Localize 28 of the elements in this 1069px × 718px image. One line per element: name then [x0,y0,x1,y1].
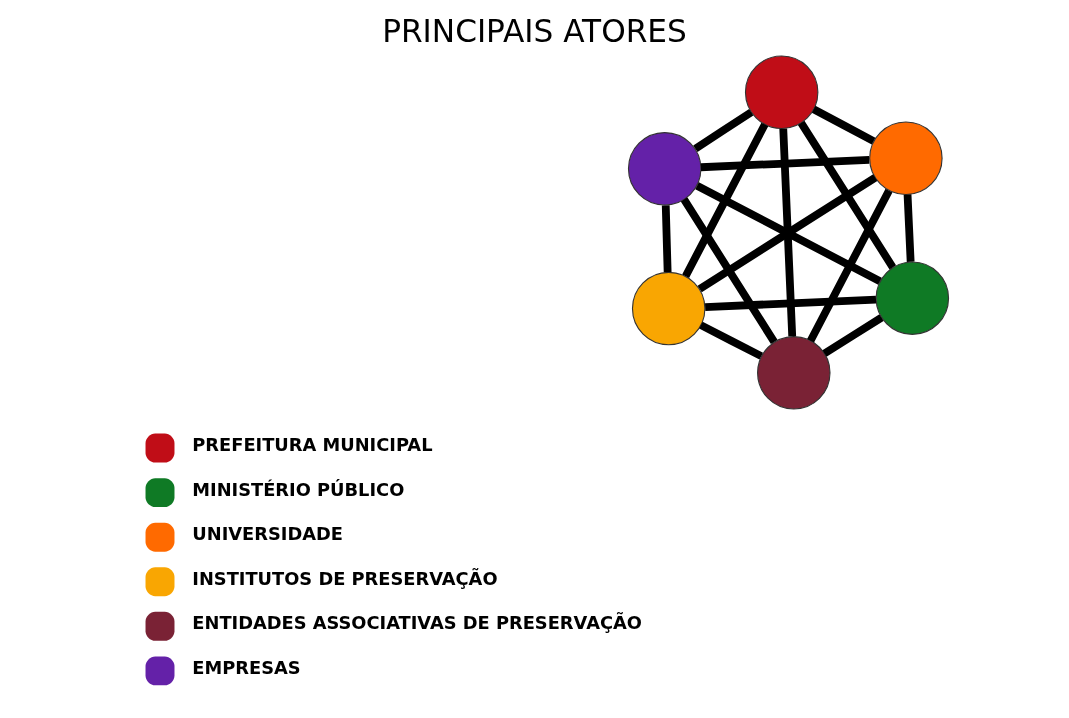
connector [693,108,754,152]
connector [682,122,769,278]
connector [705,295,877,311]
legend-label: PREFEITURA MUNICIPAL [192,434,433,456]
connector [699,321,764,360]
connector [697,174,878,293]
connector [797,120,897,270]
legend-label: UNIVERSIDADE [192,523,343,545]
node-circle [744,55,819,129]
legend-label: MINISTÉRIO PÚBLICO [192,478,405,500]
node-circle [875,261,950,335]
connector [779,128,797,337]
connector [700,155,870,172]
node-circle [631,271,706,346]
connector [680,197,778,344]
node-circle [869,121,943,195]
node-circle [627,132,702,206]
legend-label: ENTIDADES ASSOCIATIVAS DE PRESERVAÇÃO [192,612,642,634]
connector [807,188,893,343]
diagram-title: PRINCIPAIS ATORES [382,13,687,49]
connector [661,205,672,273]
legend-label: INSTITUTOS DE PRESERVAÇÃO [192,567,498,589]
node-circle [757,336,831,410]
connector [811,105,876,145]
connector [822,314,884,357]
connector [695,182,882,285]
legend-label: EMPRESAS [192,656,301,678]
connector [903,194,915,262]
